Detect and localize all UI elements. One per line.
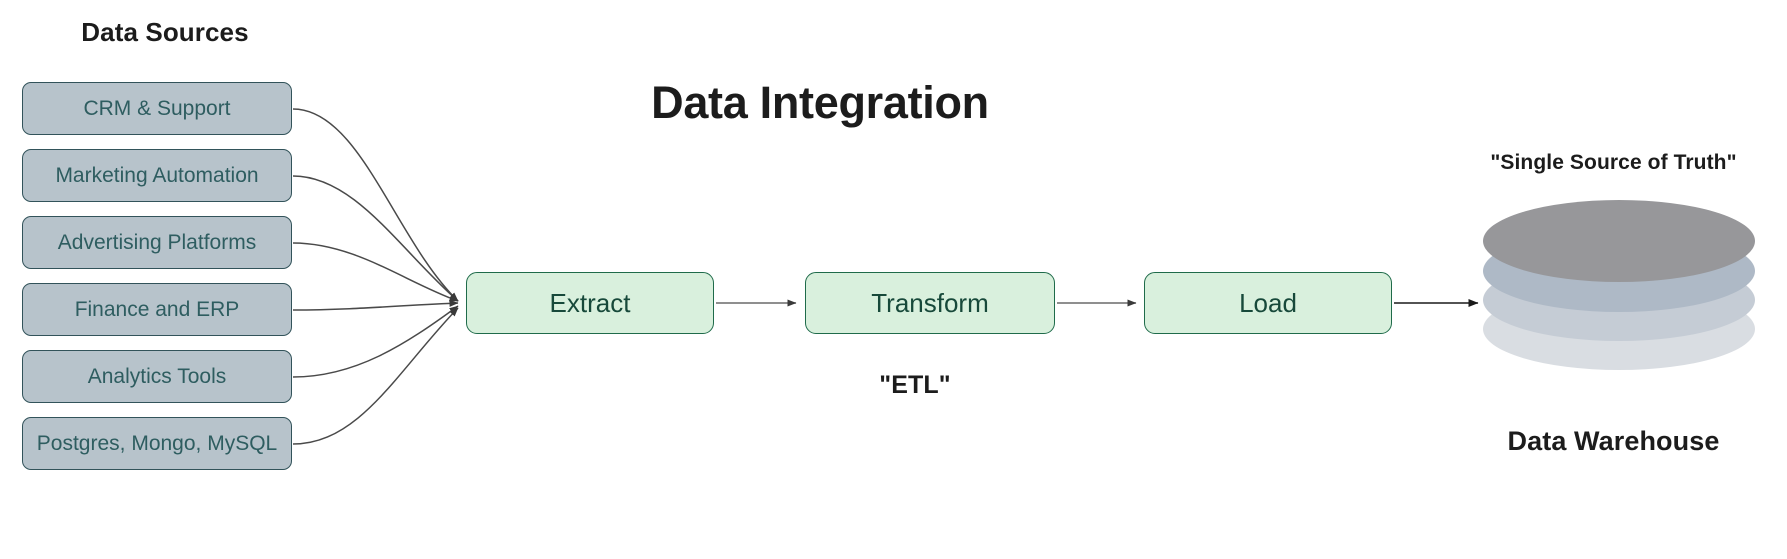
page-title: Data Integration — [651, 77, 989, 128]
etl-caption: "ETL" — [879, 371, 951, 399]
edge-databases-to-extract — [292, 307, 459, 445]
source-node-marketing-automation[interactable]: Marketing Automation — [22, 149, 292, 202]
edge-advertising-to-extract — [292, 242, 459, 302]
pipeline-node-load[interactable]: Load — [1144, 272, 1392, 334]
data-warehouse-cylinder-icon — [1483, 200, 1755, 370]
warehouse-disc-top — [1483, 200, 1755, 282]
pipeline-node-transform[interactable]: Transform — [805, 272, 1055, 334]
source-node-analytics-tools[interactable]: Analytics Tools — [22, 350, 292, 403]
data-sources-heading: Data Sources — [81, 17, 249, 47]
pipeline-node-extract[interactable]: Extract — [466, 272, 714, 334]
edge-analytics-to-extract — [292, 305, 459, 378]
source-node-databases[interactable]: Postgres, Mongo, MySQL — [22, 417, 292, 470]
edge-crm-to-extract — [292, 108, 459, 302]
source-node-finance-erp[interactable]: Finance and ERP — [22, 283, 292, 336]
edge-marketing-to-extract — [292, 175, 459, 302]
edge-finance-to-extract — [292, 299, 459, 311]
data-warehouse-caption: Data Warehouse — [1507, 426, 1720, 456]
source-node-crm-support[interactable]: CRM & Support — [22, 82, 292, 135]
source-node-advertising-platforms[interactable]: Advertising Platforms — [22, 216, 292, 269]
single-source-of-truth-caption: "Single Source of Truth" — [1490, 151, 1737, 174]
